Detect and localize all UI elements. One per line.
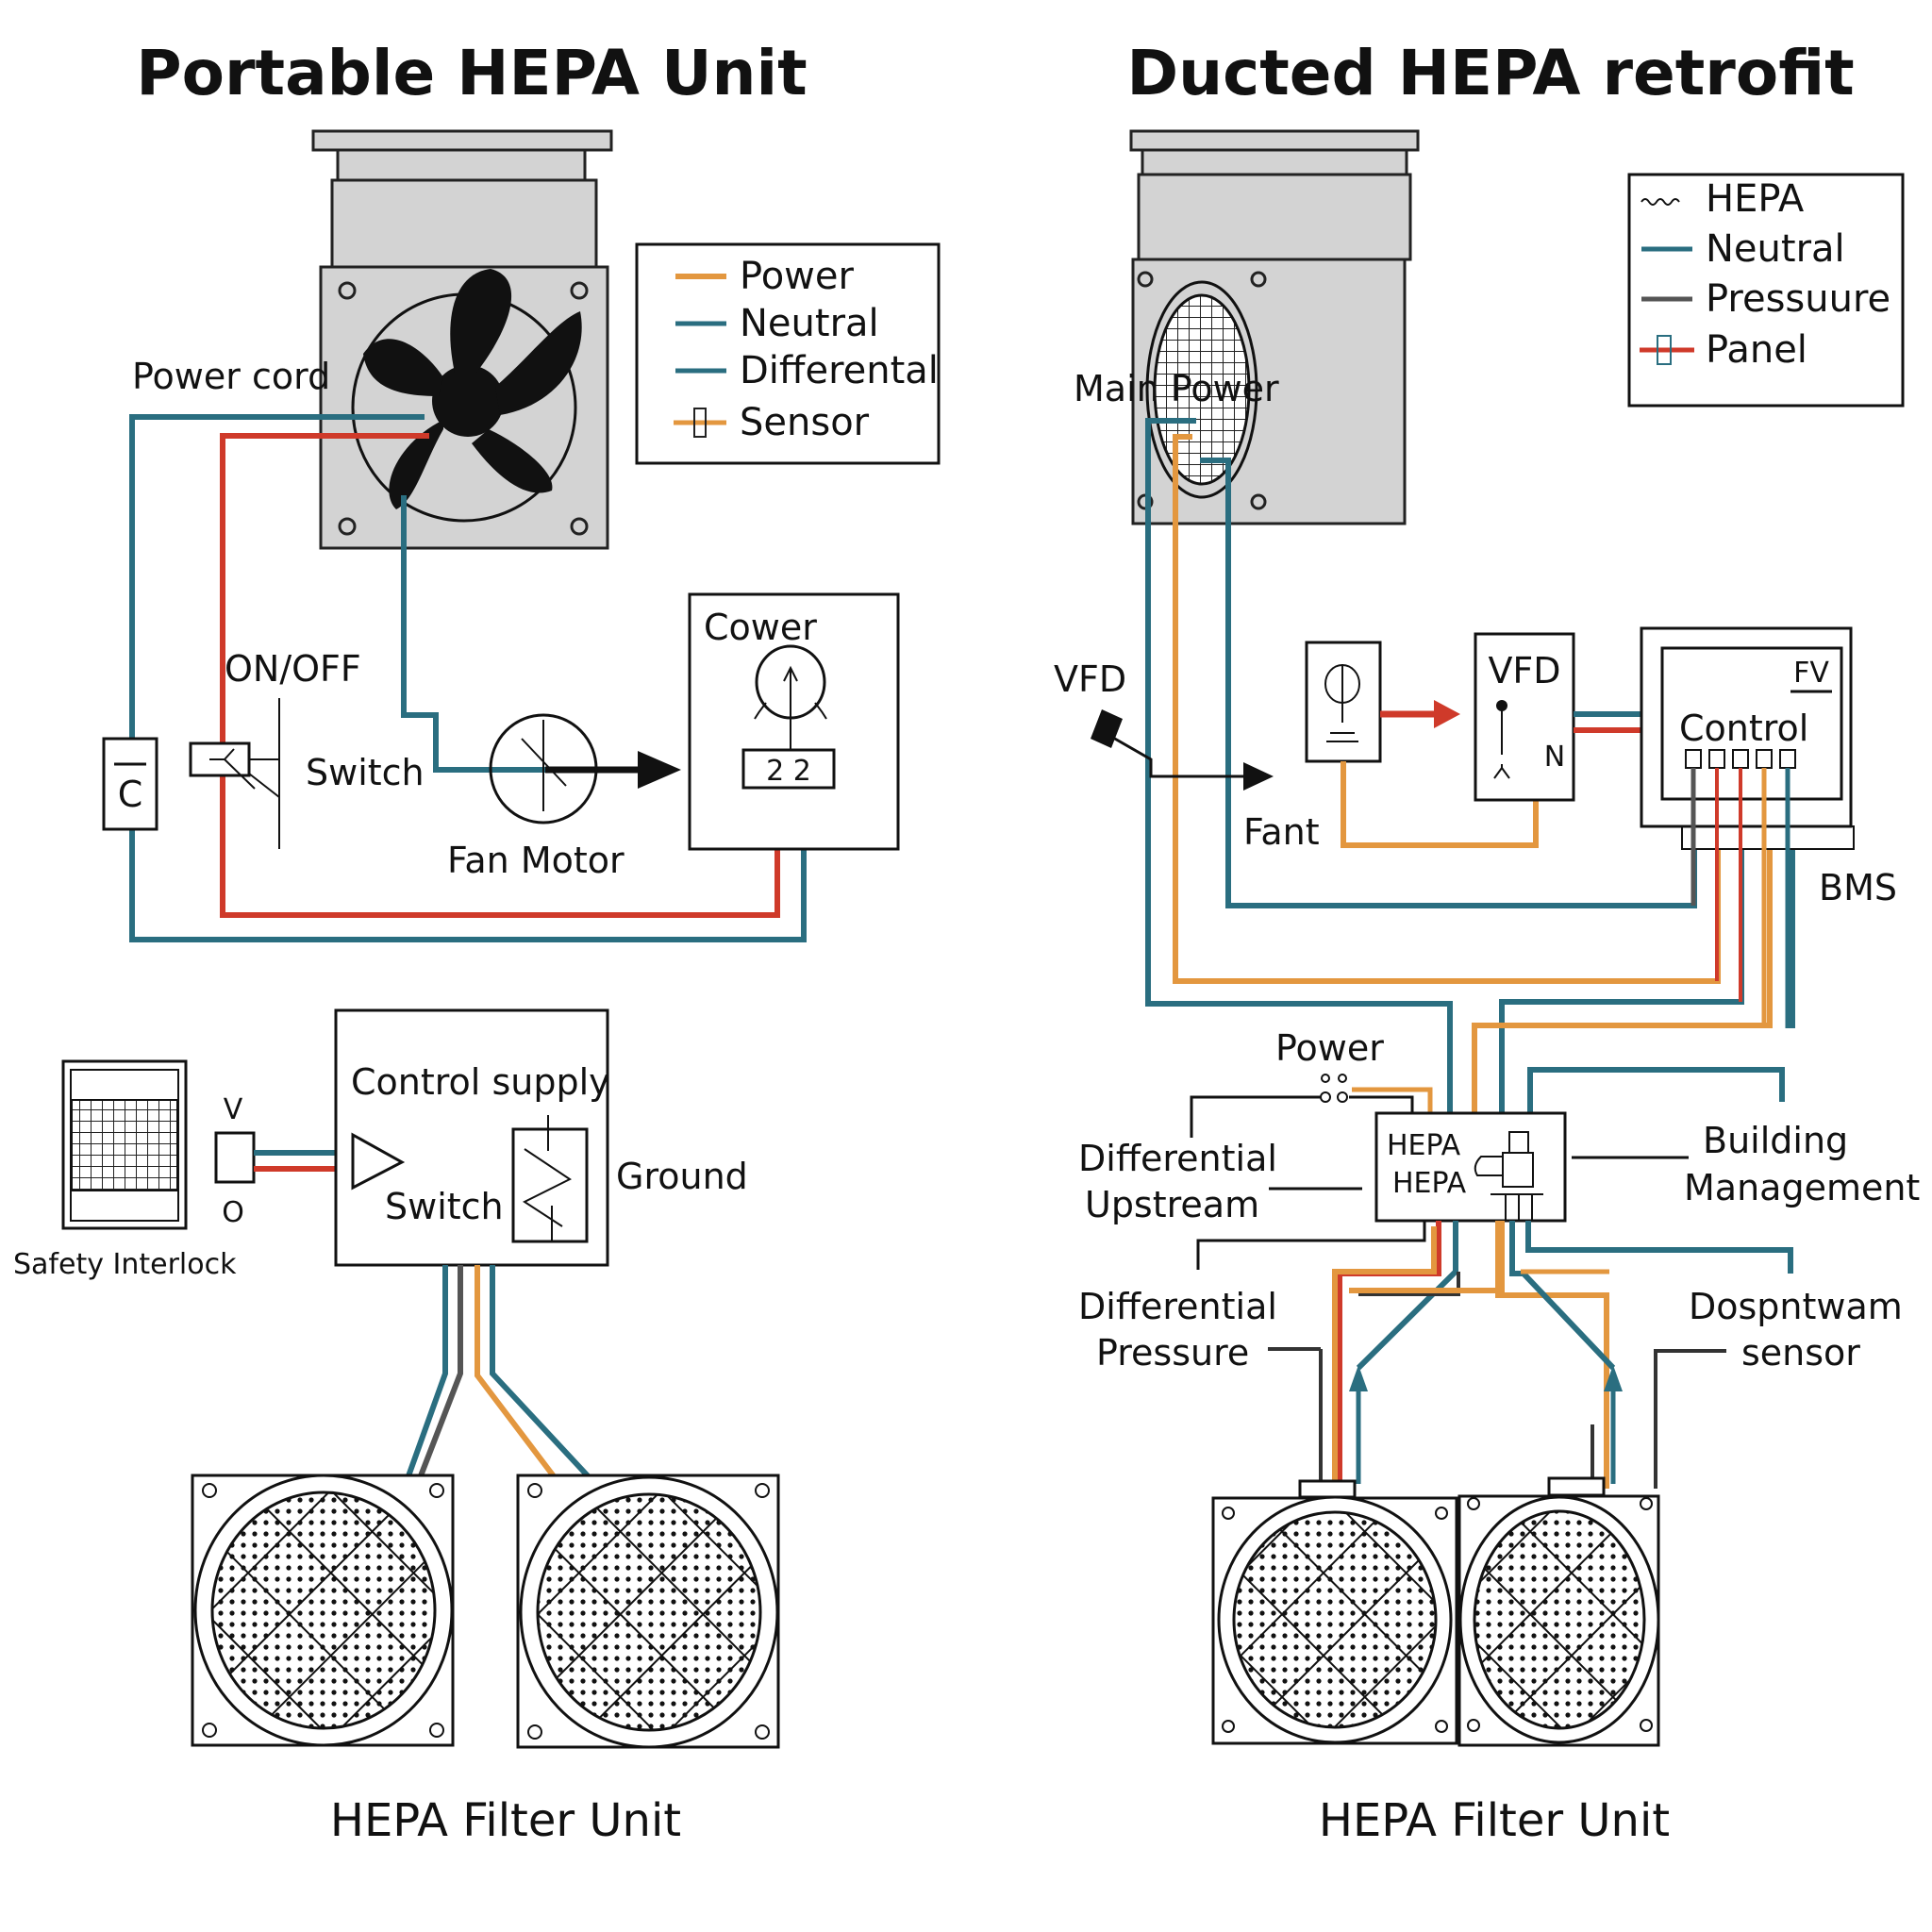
cower-label: Cower — [704, 607, 817, 648]
capacitor-label: C — [118, 774, 143, 815]
fan-motor-label: Fan Motor — [447, 840, 625, 881]
power-cord-label: Power cord — [132, 356, 330, 397]
legend-swatch-hepa — [1641, 198, 1680, 206]
vfd-box: VFD N — [1474, 632, 1575, 802]
cower-box: Cower 2 2 — [688, 592, 900, 851]
red-arrow-icon — [1434, 700, 1460, 728]
terminal-label: 2 2 — [766, 755, 811, 788]
right-title: Ducted HEPA retrofit — [1126, 37, 1854, 109]
right-panel: Ducted HEPA retrofit Main Power HEPA Neu… — [1054, 37, 1920, 1847]
legend-label: HEPA — [1706, 177, 1805, 221]
pressure-sensor-icon — [1474, 1131, 1543, 1221]
capacitor: C — [102, 737, 158, 831]
on-off-label: ON/OFF — [225, 648, 361, 690]
main-power-label: Main Power — [1074, 368, 1279, 409]
power-connector-icon — [1320, 1074, 1348, 1103]
safety-interlock-label: Safety Interlock — [13, 1248, 237, 1281]
differential-pressure-label-2: Pressure — [1096, 1332, 1249, 1374]
sensor-box — [1305, 641, 1539, 848]
hepa-filter-unit-2 — [516, 1474, 780, 1749]
vfd-left-label: VFD — [1054, 658, 1126, 700]
panel-symbol-icon — [1657, 335, 1672, 365]
fan-motor-symbol — [489, 713, 598, 824]
left-caption: HEPA Filter Unit — [330, 1794, 681, 1847]
bms-label: BMS — [1819, 867, 1897, 908]
legend-label: Pressuure — [1706, 277, 1890, 321]
left-title: Portable HEPA Unit — [136, 37, 807, 109]
fant-label: Fant — [1243, 811, 1320, 853]
vfd-probe — [1091, 709, 1274, 791]
switch2-label: Switch — [385, 1186, 504, 1227]
differential-upstream-label-1: Differential — [1078, 1138, 1277, 1179]
left-panel: Portable HEPA Unit Power cord — [13, 37, 941, 1847]
hepa-label-1: HEPA — [1387, 1129, 1461, 1162]
right-caption: HEPA Filter Unit — [1319, 1794, 1670, 1847]
left-legend: Power Neutral Differental Sensor — [635, 242, 941, 465]
safety-interlock — [61, 1059, 188, 1230]
control-supply-label: Control supply — [351, 1061, 610, 1103]
amplifier-icon — [351, 1132, 406, 1191]
right-lower-wiring — [1196, 1221, 1793, 1489]
portable-fan-housing — [311, 129, 613, 550]
right-legend: HEPA Neutral Pressuure Panel — [1627, 173, 1905, 408]
legend-label: Neutral — [1706, 227, 1845, 271]
ground-label: Ground — [616, 1156, 748, 1197]
legend-label: Neutral — [740, 302, 879, 345]
downstream-sensor-label-2: sensor — [1741, 1332, 1860, 1374]
flow-arrow-icon — [638, 751, 681, 789]
downstream-sensor-label-1: Dospntwam — [1689, 1286, 1903, 1327]
arrow-icon — [1243, 762, 1274, 791]
ducted-filter-unit-2 — [1457, 1476, 1660, 1747]
left-wiring — [129, 414, 807, 942]
sensor-symbol-icon — [693, 408, 707, 438]
vfd-box-label: VFD — [1488, 650, 1560, 691]
differential-pressure-label-1: Differential — [1078, 1286, 1277, 1327]
legend-label: Power — [740, 255, 854, 298]
hepa-filter-unit-1 — [191, 1474, 455, 1747]
switch-label: Switch — [306, 752, 425, 793]
v-label: V — [224, 1093, 243, 1126]
control-label: Control — [1679, 708, 1808, 749]
legend-label: Differental — [740, 349, 939, 392]
differential-upstream-label-2: Upstream — [1085, 1184, 1259, 1225]
n-symbol-label: N — [1544, 741, 1565, 774]
left-filter-cables — [403, 1265, 597, 1509]
legend-label: Sensor — [740, 401, 870, 444]
hepa-controller-box: HEPA HEPA — [1374, 1111, 1567, 1223]
airflow-arrow-icon — [1604, 1365, 1623, 1391]
control-supply-box: Control supply Switch — [334, 1008, 610, 1267]
on-off-switch[interactable] — [189, 698, 280, 849]
ducted-filter-unit-1 — [1211, 1479, 1458, 1745]
control-panel: FV Control — [1640, 626, 1855, 1028]
interlock-terminal — [214, 1131, 256, 1184]
probe-icon — [1091, 709, 1123, 748]
power-label: Power — [1275, 1027, 1384, 1069]
hepa-label-2: HEPA — [1392, 1167, 1467, 1200]
building-management-label-1: Building — [1703, 1120, 1848, 1161]
fan-blades-icon — [363, 269, 582, 509]
legend-label: Panel — [1706, 328, 1807, 372]
terminal-block — [1685, 749, 1796, 769]
o-label: O — [222, 1196, 244, 1229]
fv-label: FV — [1793, 657, 1829, 690]
building-management-label-2: Management — [1684, 1167, 1920, 1208]
airflow-arrow-icon — [1349, 1365, 1368, 1391]
